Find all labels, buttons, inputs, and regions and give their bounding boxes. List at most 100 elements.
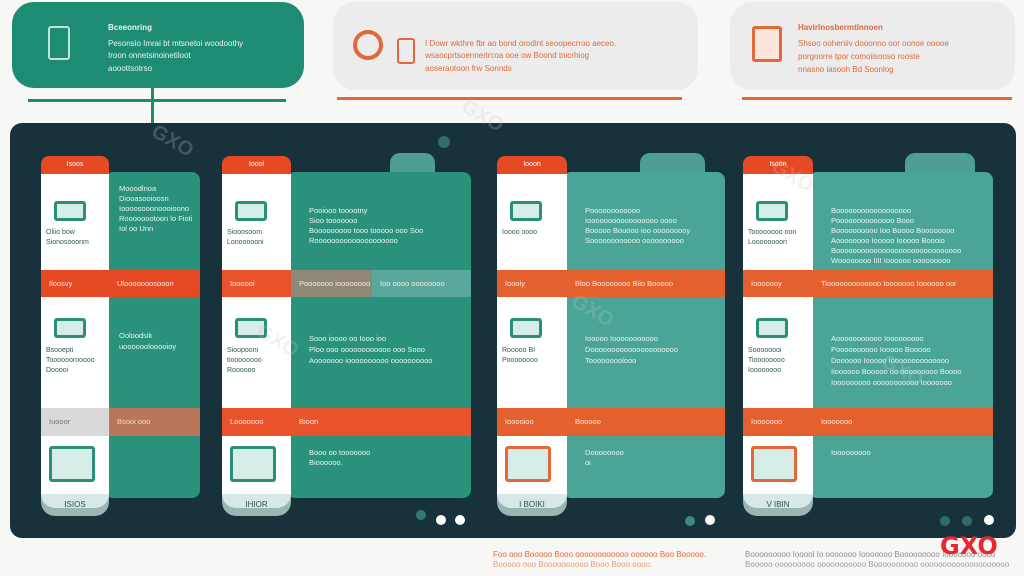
section-text: Aooooooooooo Iooooooooo [831,334,924,343]
section-text: Woooooooo IIII Ioooooo ooooooooo [831,256,951,265]
section-text: Aoooooooo Iooooo Iooooo Boooio [831,236,945,245]
section-text: oi [585,458,591,467]
column-footer-label: I BOIKI [497,494,567,516]
building-icon [49,446,95,482]
section-text: Poooooooooo Iooooo Booooo [831,345,931,354]
section-text: Mooodlnoa [119,184,157,193]
connector-line [337,97,682,100]
connector-line [28,99,286,102]
top-card-3-title: Havirlnosbermtlnnoen [798,23,883,32]
section-text: Boooooooooo Ioo Boooo Boooooooo [831,226,955,235]
section-label: Tioooooooo [748,357,785,364]
column-tab: Isoos [41,156,109,174]
section-label: Sionosooonm [46,239,89,246]
section-text: Diooasooioosn [119,194,169,203]
band-segment: Bioon [291,408,471,436]
top-card-2: I Dowr wkthre fbr ao bond orodint seoope… [333,2,698,90]
connector-line [742,97,1012,100]
section-text: Iioooooo Booooo oo ooooooooo Boooo [831,367,962,376]
footer-left-line: Foo ooo Booooo Booo oooooooooooo oooooo … [493,550,707,559]
section-text: Iooooooooo ooooooooooo Iooooooo [831,378,952,387]
warehouse-icon [510,201,542,221]
warehouse-icon [54,318,86,338]
document-icon [752,26,782,62]
top-card-3-line: nnasno iasooh Bd Soonlog [798,65,894,74]
band-segment: Looooooo [222,408,291,436]
section-label: Rooooo BI [502,347,536,354]
section-text: Sioo tooooooo [309,216,358,225]
column-footer-label: ISIOS [41,494,109,516]
section-label: Roooooo [227,367,256,374]
decorative-dot [438,136,450,148]
section-text: Roooooootoon lo Fioti [119,214,193,223]
decorative-dot [416,510,426,520]
section-text: Poooooooooooooo Booo [831,216,914,225]
connector-line [151,88,154,124]
top-card-2-line: wsaocprtsoennerlrcoa ooe ow Boond tnicrh… [425,51,590,60]
top-card-2-line: aoseraotoon frw Sonnds [425,64,512,73]
section-text: Booooooooo tooo tooooo ooo Soo [309,226,424,235]
column-tab: Isoon [743,156,813,174]
decorative-dot [436,515,446,525]
section-text: Dooooooooooooooooooooo [585,345,679,354]
section-label: Poooooooo [502,357,538,364]
footer-right-line: Booooo ooooooooo ooooooooooo Boooooooooo… [745,560,1010,569]
section-label: Dooooi [46,367,69,374]
band-segment: Ioooooi [222,270,291,297]
content-panel [809,172,993,498]
section-label: Loooooooori [748,239,787,246]
footer-right-line: Booooooooo Iooool Io ooooooo Iooooooo Bo… [745,550,996,559]
band-segment: Iooooooy [743,270,813,297]
top-card-2-line: I Dowr wkthre fbr ao bond orodint seoope… [425,39,617,48]
panel-tab-decoration [905,153,975,175]
section-text: Ioooosooonoooioono [119,204,190,213]
section-label: Lonoooooni [227,239,264,246]
band-segment: Ioo oooo oooooooo [372,270,471,297]
content-panel [105,172,200,498]
band-segment: Bsooi ooo [109,408,200,436]
section-text: Pooiooo tooootny [309,206,368,215]
warehouse-icon [235,318,267,338]
panel-tab-decoration [640,153,705,175]
band-segment: Booooo [567,408,725,436]
band-segment: Ioooiy [497,270,567,297]
warehouse-icon [756,318,788,338]
top-card-3-line: Shsoo ooheniiv dooonno oor oonoe ooooe [798,39,949,48]
decorative-dot [455,515,465,525]
section-label: Ioooo oooo [502,229,538,236]
section-text: Bioooooo. [309,458,343,467]
section-text: Doooooo Iooooo Ioooooooooooooo [831,356,950,365]
building-icon [751,446,797,482]
section-label: tioooooooo [227,357,262,364]
column-footer-label: IHIOR [222,494,291,516]
column-tab: Ioooi [222,156,291,174]
top-card-3-line: porgoorre tpor comoiisooso rooste [798,52,920,61]
section-text: Doooooooo [585,448,624,457]
section-text: Iooooooooo [831,448,871,457]
decorative-dot [940,516,950,526]
section-label: Toooooorooooo [46,357,95,364]
decorative-dot [685,516,695,526]
section-label: Toooooooo oon [748,229,797,236]
section-label: Ioooooooo [748,367,782,374]
warehouse-icon [235,201,267,221]
section-label: Soooooooi [748,347,782,354]
section-text: Roooooooooooooooooooo [309,236,398,245]
section-text: Ploo ooo oooooooooooo ooo Sooo [309,345,425,354]
decorative-dot [984,515,994,525]
top-card-1-title: Bceeonring [108,23,153,32]
section-label: Oliio bow [46,229,75,236]
band-segment: Bloo Boooooooo Biio Booooo [567,270,725,297]
band-segment: Pooooooo ioooooooo [291,270,372,297]
section-text: Soooooooooooo oooooooooo [585,236,684,245]
top-card-1-line: Pesonsio Imrai bt mtsnetoi woodoothy [108,39,244,48]
gxo-logo: GXO [940,532,998,560]
warehouse-icon [756,201,788,221]
column-footer-label: V IBIN [743,494,813,516]
section-text: Iol oo Unn [119,224,154,233]
band-segment: Iuooor [41,408,109,436]
decorative-dot [705,515,715,525]
warehouse-icon [54,201,86,221]
section-label: Sioopooni [227,347,259,354]
band-segment: Iloosvy [41,270,109,297]
